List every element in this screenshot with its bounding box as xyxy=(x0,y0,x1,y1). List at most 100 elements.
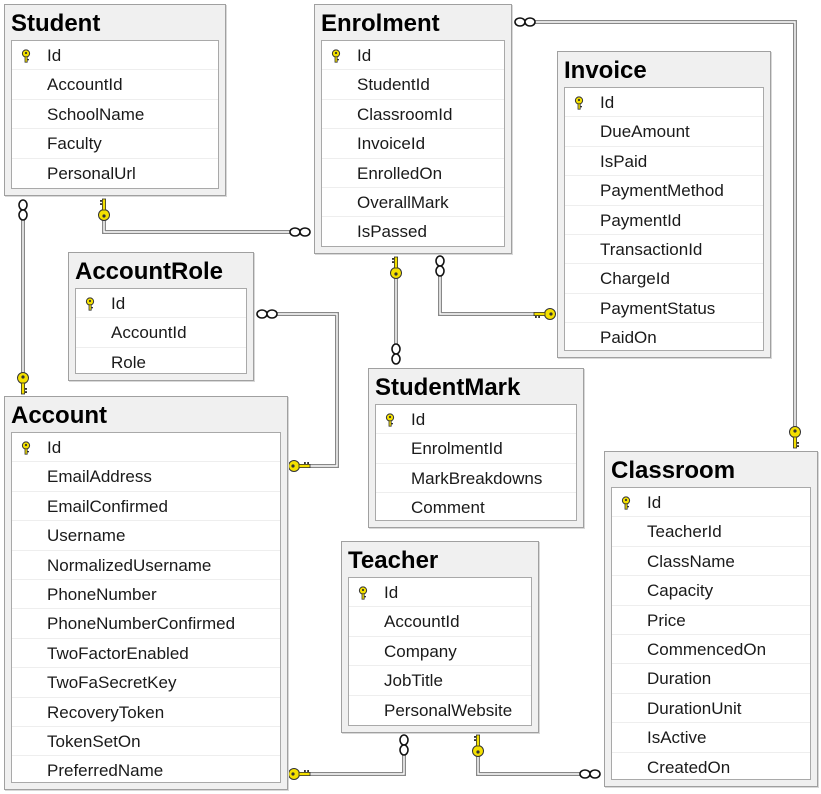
field-row[interactable]: PhoneNumber xyxy=(12,580,280,610)
field-row[interactable]: JobTitle xyxy=(349,666,531,696)
table-teacher[interactable]: Teacher Id AccountId Company JobTitle Pe… xyxy=(341,541,539,733)
field-row[interactable]: TwoFaSecretKey xyxy=(12,668,280,698)
field-row[interactable]: Username xyxy=(12,521,280,551)
field-name: Price xyxy=(647,610,686,630)
field-row[interactable]: Id xyxy=(376,405,576,435)
table-studentmark[interactable]: StudentMark Id EnrolmentId MarkBreakdown… xyxy=(368,368,584,528)
table-title: Invoice xyxy=(564,57,647,84)
field-row[interactable]: InvoiceId xyxy=(322,129,504,159)
field-name: Company xyxy=(384,641,457,661)
field-row[interactable]: PhoneNumberConfirmed xyxy=(12,609,280,639)
field-row[interactable]: TwoFactorEnabled xyxy=(12,639,280,669)
infinity-icon xyxy=(18,199,28,221)
field-row[interactable]: StudentId xyxy=(322,70,504,100)
field-row[interactable]: Faculty xyxy=(12,129,218,159)
field-name: Id xyxy=(647,493,662,512)
field-row[interactable]: Id xyxy=(12,41,218,71)
field-row[interactable]: IsPaid xyxy=(565,147,763,177)
field-list: Id AccountId SchoolName Faculty Personal… xyxy=(11,40,219,189)
rel-enrolment-classroom-highlight xyxy=(516,21,796,430)
field-name: Id xyxy=(47,438,62,457)
field-row[interactable]: Id xyxy=(322,41,504,71)
field-row[interactable]: ClassroomId xyxy=(322,100,504,130)
key-icon xyxy=(533,308,556,320)
field-row[interactable]: DurationUnit xyxy=(612,694,810,724)
table-classroom[interactable]: Classroom Id TeacherId ClassName Capacit… xyxy=(604,451,818,787)
primary-key-icon xyxy=(565,88,595,116)
field-name: Id xyxy=(411,410,426,429)
field-name: PreferredName xyxy=(47,761,164,781)
field-name: EmailConfirmed xyxy=(47,496,168,516)
table-invoice[interactable]: Invoice Id DueAmount IsPaid PaymentMetho… xyxy=(557,51,771,358)
field-row[interactable]: PreferredName xyxy=(12,756,280,785)
field-name: PaymentStatus xyxy=(600,298,716,318)
field-row[interactable]: ChargeId xyxy=(565,264,763,294)
field-row[interactable]: AccountId xyxy=(76,318,246,348)
field-name: PhoneNumberConfirmed xyxy=(47,614,236,634)
rel-student-enrolment xyxy=(102,200,310,234)
field-list: Id TeacherId ClassName Capacity Price Co… xyxy=(611,487,811,780)
field-row[interactable]: Id xyxy=(76,289,246,319)
table-title: Account xyxy=(11,402,107,429)
field-name: Username xyxy=(47,526,126,546)
key-icon xyxy=(98,198,110,221)
primary-key-icon xyxy=(376,405,406,433)
field-name: PaymentMethod xyxy=(600,181,724,201)
field-row[interactable]: RecoveryToken xyxy=(12,698,280,727)
field-row[interactable]: PaidOn xyxy=(565,323,763,352)
field-row[interactable]: PaymentStatus xyxy=(565,294,763,324)
primary-key-icon xyxy=(322,41,352,69)
field-row[interactable]: NormalizedUsername xyxy=(12,551,280,580)
field-name: NormalizedUsername xyxy=(47,555,212,575)
field-row[interactable]: EnrolmentId xyxy=(376,434,576,464)
field-row[interactable]: Id xyxy=(612,488,810,518)
field-row[interactable]: TokenSetOn xyxy=(12,727,280,757)
key-icon xyxy=(390,256,402,279)
field-row[interactable]: DueAmount xyxy=(565,117,763,147)
field-row[interactable]: IsPassed xyxy=(322,217,504,246)
field-row[interactable]: Role xyxy=(76,348,246,377)
field-row[interactable]: Comment xyxy=(376,493,576,522)
field-row[interactable]: IsActive xyxy=(612,723,810,753)
rel-accountrole-account-highlight xyxy=(260,313,338,467)
field-row[interactable]: PaymentMethod xyxy=(565,176,763,206)
field-name: SchoolName xyxy=(47,104,145,124)
field-row[interactable]: PersonalWebsite xyxy=(349,696,531,725)
field-row[interactable]: Id xyxy=(12,433,280,463)
field-row[interactable]: Price xyxy=(612,606,810,635)
field-list: Id DueAmount IsPaid PaymentMethod Paymen… xyxy=(564,87,764,351)
rel-enrolment-invoice xyxy=(438,258,550,316)
field-row[interactable]: Capacity xyxy=(612,576,810,606)
infinity-icon xyxy=(514,17,536,27)
field-row[interactable]: MarkBreakdowns xyxy=(376,464,576,494)
field-row[interactable]: EmailAddress xyxy=(12,462,280,492)
table-student[interactable]: Student Id AccountId SchoolName Faculty … xyxy=(4,4,226,196)
field-row[interactable]: CreatedOn xyxy=(612,753,810,782)
field-row[interactable]: Id xyxy=(565,88,763,118)
field-row[interactable]: PersonalUrl xyxy=(12,159,218,188)
field-name: Capacity xyxy=(647,581,714,601)
field-row[interactable]: OverallMark xyxy=(322,188,504,218)
field-row[interactable]: SchoolName xyxy=(12,100,218,130)
field-row[interactable]: ClassName xyxy=(612,547,810,577)
field-name: Comment xyxy=(411,498,485,518)
field-row[interactable]: Duration xyxy=(612,664,810,694)
field-name: MarkBreakdowns xyxy=(411,468,543,488)
field-row[interactable]: CommencedOn xyxy=(612,635,810,665)
field-row[interactable]: EnrolledOn xyxy=(322,159,504,188)
field-row[interactable]: AccountId xyxy=(12,70,218,100)
field-row[interactable]: PaymentId xyxy=(565,206,763,235)
field-row[interactable]: AccountId xyxy=(349,607,531,637)
field-name: DueAmount xyxy=(600,122,690,142)
field-row[interactable]: TeacherId xyxy=(612,517,810,547)
table-accountrole[interactable]: AccountRole Id AccountId Role xyxy=(68,252,254,381)
field-name: Faculty xyxy=(47,134,102,154)
field-row[interactable]: EmailConfirmed xyxy=(12,492,280,522)
table-title: AccountRole xyxy=(75,258,224,285)
table-account[interactable]: Account Id EmailAddress EmailConfirmed U… xyxy=(4,396,288,790)
field-row[interactable]: Id xyxy=(349,578,531,608)
field-row[interactable]: TransactionId xyxy=(565,235,763,265)
table-enrolment[interactable]: Enrolment Id StudentId ClassroomId Invoi… xyxy=(314,4,512,254)
field-row[interactable]: Company xyxy=(349,637,531,667)
